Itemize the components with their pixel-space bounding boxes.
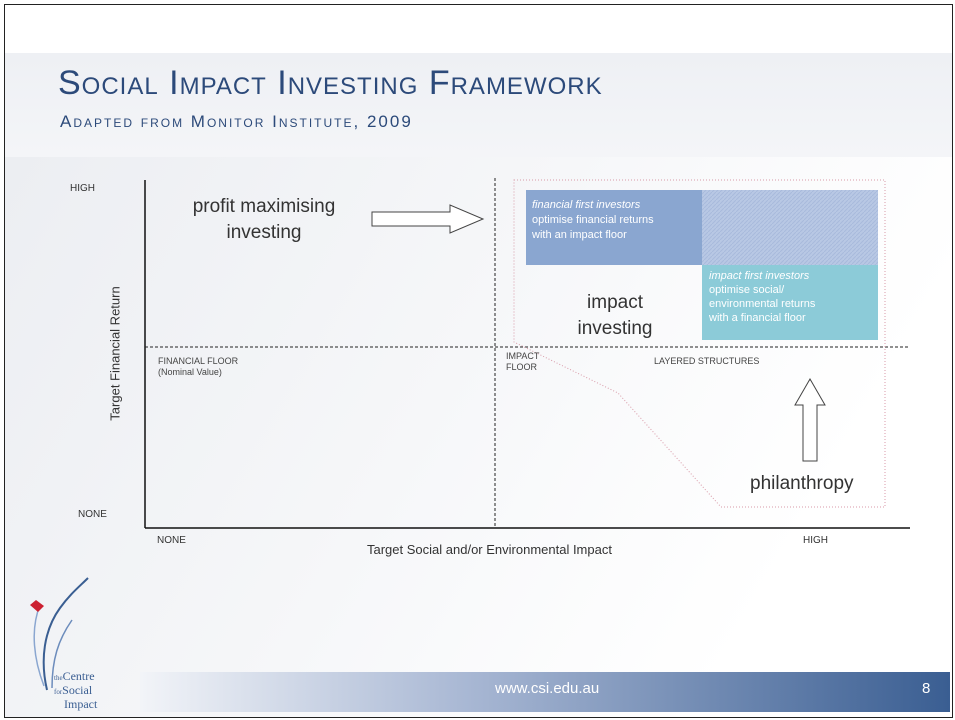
x-axis-title: Target Social and/or Environmental Impac… xyxy=(367,542,612,557)
right-arrow-icon xyxy=(371,204,485,234)
x-axis-high-label: HIGH xyxy=(803,535,828,546)
profit-maximising-line1: profit maximising xyxy=(192,196,336,217)
impact-investing-label: impact investing xyxy=(560,290,670,342)
up-arrow-icon xyxy=(794,377,826,462)
impact-first-text: impact first investors optimise social/ … xyxy=(709,269,815,325)
impact-first-box xyxy=(702,265,878,340)
footer-url[interactable]: www.csi.edu.au xyxy=(495,680,600,697)
logo-prefix1: the xyxy=(54,674,63,682)
logo-wordmark: theCentre forSocial Impact xyxy=(54,670,97,710)
profit-maximising-line2: investing xyxy=(226,222,302,243)
impact-floor-label: IMPACT FLOOR xyxy=(506,351,539,373)
logo-centre: Centre xyxy=(62,669,95,683)
financial-first-line2: with an impact floor xyxy=(532,229,627,241)
slide xyxy=(4,4,953,718)
footer-bar xyxy=(140,672,950,712)
slide-subtitle: Adapted from Monitor Institute, 2009 xyxy=(60,112,413,131)
y-axis-title: Target Financial Return xyxy=(107,286,123,421)
impact-investing-line1: impact xyxy=(587,292,643,313)
financial-floor-text: FINANCIAL FLOOR xyxy=(158,356,239,366)
x-axis-none-label: NONE xyxy=(157,535,186,546)
financial-first-heading: financial first investors xyxy=(532,199,641,211)
csi-logo-icon xyxy=(30,577,89,691)
slide-title: Social Impact Investing Framework xyxy=(58,64,603,102)
impact-first-heading: impact first investors xyxy=(709,270,810,282)
logo-social: Social xyxy=(62,683,93,697)
financial-floor-label: FINANCIAL FLOOR (Nominal Value) xyxy=(158,356,238,378)
y-axis-high-label: HIGH xyxy=(70,183,95,194)
layered-structures-label: LAYERED STRUCTURES xyxy=(654,356,760,366)
slide-number: 8 xyxy=(922,680,931,697)
impact-investing-region xyxy=(513,179,886,508)
logo-line2: forSocial xyxy=(54,684,97,698)
logo-line1: theCentre xyxy=(54,670,97,684)
hatched-box xyxy=(702,190,878,265)
financial-floor-note: (Nominal Value) xyxy=(158,367,222,377)
impact-first-line3: with a financial floor xyxy=(709,312,806,324)
y-axis-none-label: NONE xyxy=(78,509,107,520)
logo-prefix2: for xyxy=(54,688,63,696)
logo-impact: Impact xyxy=(64,697,98,711)
impact-first-line1: optimise social/ xyxy=(709,284,785,296)
impact-floor-line1: IMPACT xyxy=(506,351,540,361)
philanthropy-label: philanthropy xyxy=(750,473,854,494)
title-band xyxy=(5,53,952,157)
impact-investing-line2: investing xyxy=(577,318,653,339)
financial-first-text: financial first investors optimise finan… xyxy=(532,198,654,243)
financial-first-box xyxy=(526,190,702,265)
financial-first-line1: optimise financial returns xyxy=(532,214,654,226)
impact-floor-line2: FLOOR xyxy=(506,362,538,372)
impact-first-line2: environmental returns xyxy=(709,298,816,310)
profit-maximising-label: profit maximising investing xyxy=(180,194,348,246)
